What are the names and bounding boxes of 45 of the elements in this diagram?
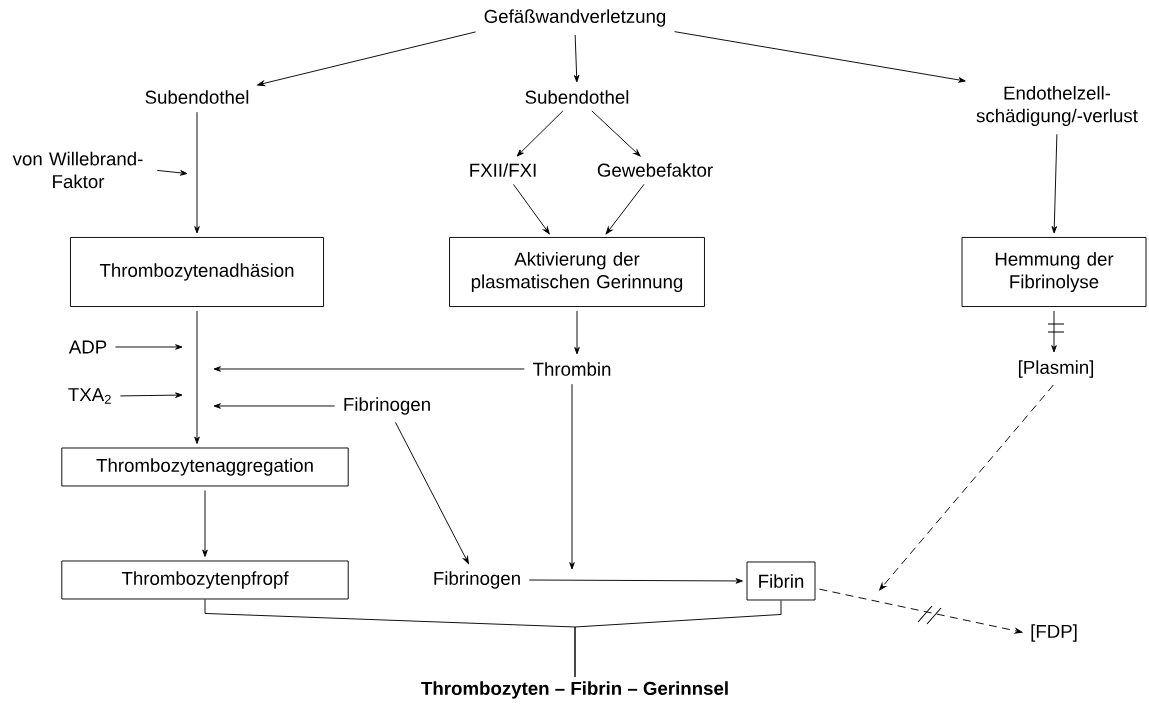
arrow [213,403,336,409]
arrow [156,169,188,176]
arrow [115,344,183,350]
arrow [528,578,743,584]
node-label: Thrombin [533,362,611,376]
arrow [119,392,183,398]
process-box: Thrombozytenaggregation [61,447,349,487]
arrow [569,383,575,570]
node-label: [Plasmin] [1018,360,1094,378]
node-label: ADP [68,340,107,354]
arrow [1051,310,1057,353]
node-label: FXII/FXI [470,163,536,177]
arrow [573,34,580,83]
node-label: Subendothel [525,90,629,104]
node-label: [FDP] [1031,624,1077,642]
arrow [194,111,200,234]
node-label: Subendothel [145,90,249,104]
node-label: Fibrinogen [344,397,430,415]
node-label: Endothelzell- schädigung/-verlust [976,85,1138,126]
arrow [257,31,476,87]
node-label: von Willebrand- Faktor [12,151,143,189]
arrow [1051,133,1058,234]
bracket-line [574,600,782,678]
dashed-arrow [818,588,1023,634]
arrow [674,31,966,83]
arrow [202,490,208,557]
arrow [213,366,525,372]
process-box: Aktivierung der plasmatischen Gerinnung [449,237,705,307]
process-box: Fibrin [746,561,816,601]
arrow [512,183,550,235]
arrow [194,310,200,444]
dashed-arrow [879,384,1054,591]
result-label: Thrombozyten – Fibrin – Gerinnsel [421,681,728,699]
process-box: Hemmung der Fibrinolyse [961,237,1147,307]
arrow [574,310,580,355]
node-label: Fibrinogen [434,571,520,589]
process-box: Thrombozytenpfropf [61,560,349,600]
arrow [516,110,564,157]
arrow [395,422,469,564]
process-box: Thrombozytenadhäsion [70,237,324,307]
node-label: TXA$_{2}$ [68,388,111,404]
node-label: Gewebefaktor [597,163,713,177]
arrow [605,183,645,235]
node-label: Gefäßwandverletzung [484,9,666,27]
arrow [591,110,641,157]
